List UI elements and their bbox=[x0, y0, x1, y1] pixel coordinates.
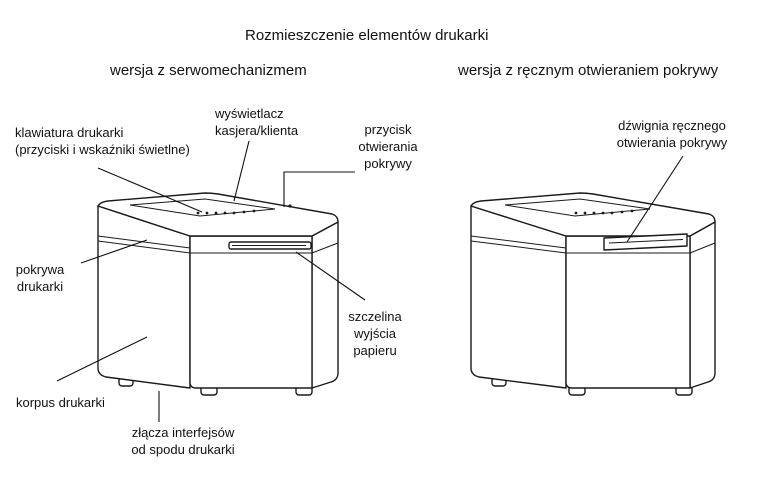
label-cover-line1: pokrywa bbox=[15, 262, 65, 277]
label-lever-line2: otwierania pokrywy bbox=[616, 135, 728, 150]
label-connectors-line1: złącza interfejsów bbox=[131, 425, 235, 440]
label-cover-button: przycisk otwierania pokrywy bbox=[353, 121, 423, 172]
right-printer-cover-edge bbox=[470, 235, 567, 249]
right-printer-left-face bbox=[470, 205, 567, 389]
right-printer-drawing bbox=[470, 192, 716, 396]
label-lever: dźwignia ręcznego otwierania pokrywy bbox=[607, 117, 737, 151]
label-lever-line1: dźwignia ręcznego bbox=[618, 118, 726, 133]
label-paper-slot-line1: szczelina bbox=[348, 309, 402, 324]
leader-cover-button bbox=[283, 171, 355, 207]
leader-paper-slot bbox=[295, 251, 366, 301]
label-display-line1: wyświetlacz bbox=[215, 106, 284, 121]
left-printer-display-panel bbox=[129, 198, 276, 217]
left-printer-drawing bbox=[97, 192, 339, 396]
leader-cover bbox=[80, 239, 148, 264]
left-printer-right-face bbox=[311, 221, 339, 389]
label-keyboard-line1: klawiatura drukarki bbox=[15, 125, 124, 140]
label-keyboard: klawiatura drukarki (przyciski i wskaźni… bbox=[15, 124, 190, 158]
label-body: korpus drukarki bbox=[16, 395, 105, 410]
label-connectors-line2: od spodu drukarki bbox=[131, 442, 235, 457]
left-printer-keyboard-leds bbox=[196, 204, 292, 215]
leader-lines bbox=[56, 140, 684, 422]
right-printer-cover-lever bbox=[603, 233, 688, 251]
label-cover-button-line1: przycisk bbox=[364, 122, 412, 137]
label-cover-line2: drukarki bbox=[16, 279, 64, 294]
label-cover-button-line3: pokrywy bbox=[364, 156, 412, 171]
leader-body bbox=[56, 336, 148, 382]
label-paper-slot-line2: wyjścia bbox=[354, 326, 396, 341]
leader-display bbox=[233, 140, 250, 202]
leader-keyboard bbox=[97, 167, 203, 213]
label-connectors: złącza interfejsów od spodu drukarki bbox=[118, 424, 248, 458]
left-printer-cover-edge bbox=[97, 235, 191, 249]
label-cover-button-line2: otwierania bbox=[358, 139, 418, 154]
right-printer-cover-seam bbox=[470, 240, 716, 254]
left-printer-front-face bbox=[189, 235, 313, 389]
label-keyboard-line2: (przyciski i wskaźniki świetlne) bbox=[15, 142, 190, 157]
left-version-heading: wersja z serwomechanizmem bbox=[110, 62, 307, 79]
right-printer-right-face bbox=[689, 221, 716, 389]
label-display: wyświetlacz kasjera/klienta bbox=[215, 105, 298, 139]
label-paper-slot-line3: papieru bbox=[353, 343, 397, 358]
leader-lever bbox=[626, 155, 684, 243]
label-cover: pokrywa drukarki bbox=[10, 261, 70, 295]
label-display-line2: kasjera/klienta bbox=[215, 123, 299, 138]
right-version-heading: wersja z ręcznym otwieraniem pokrywy bbox=[458, 62, 719, 79]
left-printer-cover-seam bbox=[97, 240, 339, 254]
right-printer-front-face bbox=[565, 235, 691, 389]
diagram-title: Rozmieszczenie elementów drukarki bbox=[245, 27, 489, 44]
right-printer-keyboard-leds bbox=[574, 209, 634, 215]
left-printer-left-face bbox=[97, 205, 191, 389]
label-paper-slot: szczelina wyjścia papieru bbox=[340, 308, 410, 359]
right-printer-display-panel bbox=[504, 198, 651, 217]
